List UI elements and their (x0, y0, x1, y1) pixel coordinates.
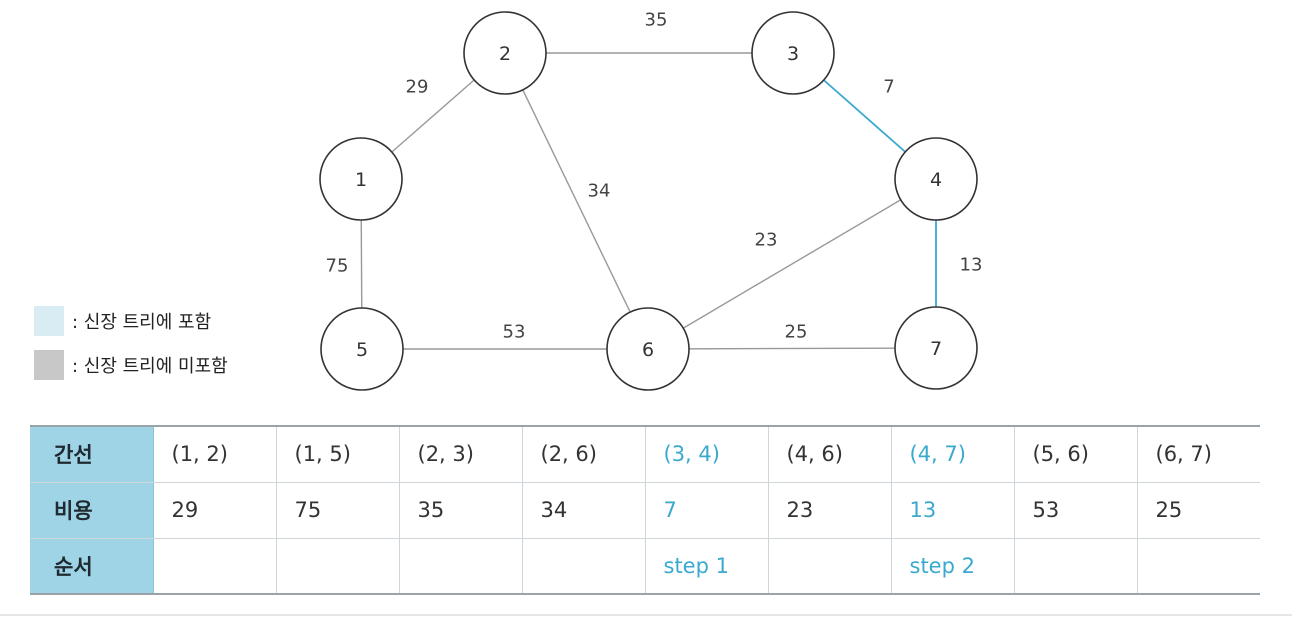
table-cell: 25 (1137, 482, 1260, 539)
legend-excluded: : 신장 트리에 미포함 (34, 350, 228, 380)
table-cell: 7 (645, 482, 769, 539)
table-cell (399, 538, 523, 595)
legend-excluded-text: : 신장 트리에 미포함 (72, 356, 228, 377)
legend: : 신장 트리에 포함 : 신장 트리에 미포함 (34, 306, 228, 394)
table-cell: 13 (891, 482, 1015, 539)
legend-included-text: : 신장 트리에 포함 (72, 312, 212, 333)
table-cell: step 1 (645, 538, 769, 595)
table-cell (1137, 538, 1260, 595)
edge-2-6 (504, 52, 649, 350)
table-cell: (2, 6) (522, 425, 646, 483)
node-label-3: 3 (787, 43, 799, 65)
table-cell (768, 538, 892, 595)
table-cell: step 2 (891, 538, 1015, 595)
edge-weight-3-4: 7 (883, 77, 894, 98)
edges-row: 간선(1, 2)(1, 5)(2, 3)(2, 6)(3, 4)(4, 6)(4… (30, 425, 1260, 483)
edge-table: 간선(1, 2)(1, 5)(2, 3)(2, 6)(3, 4)(4, 6)(4… (30, 425, 1260, 595)
node-2 (463, 11, 547, 95)
row-header: 간선 (30, 425, 154, 483)
row-header: 비용 (30, 482, 154, 539)
table-cell: (6, 7) (1137, 425, 1260, 483)
edge-weight-1-5: 75 (326, 256, 349, 277)
table-cell: (1, 5) (276, 425, 400, 483)
node-6 (606, 307, 690, 391)
table-cell: 23 (768, 482, 892, 539)
table-cell (276, 538, 400, 595)
node-label-5: 5 (356, 339, 368, 361)
table-cell: (1, 2) (153, 425, 277, 483)
table-cell: (2, 3) (399, 425, 523, 483)
node-4 (894, 137, 978, 221)
legend-included-swatch (34, 306, 64, 336)
edge-weight-6-7: 25 (785, 322, 808, 343)
legend-included: : 신장 트리에 포함 (34, 306, 228, 336)
node-label-1: 1 (355, 169, 367, 191)
node-label-7: 7 (930, 338, 942, 360)
table-cell (1014, 538, 1138, 595)
table-cell (522, 538, 646, 595)
edge-weight-4-6: 23 (755, 230, 778, 251)
edge-weight-4-7: 13 (960, 255, 983, 276)
legend-excluded-swatch (34, 350, 64, 380)
table-cell (153, 538, 277, 595)
row-header: 순서 (30, 538, 154, 595)
node-5 (320, 307, 404, 391)
edge-6-7 (647, 347, 937, 350)
edge-weight-1-2: 29 (406, 77, 429, 98)
table-cell: 29 (153, 482, 277, 539)
node-label-6: 6 (642, 339, 654, 361)
node-label-2: 2 (499, 43, 511, 65)
edges-layer (360, 52, 937, 350)
node-label-4: 4 (930, 169, 942, 191)
node-7 (894, 306, 978, 390)
bottom-divider (0, 614, 1292, 616)
node-1 (319, 137, 403, 221)
table-cell: (5, 6) (1014, 425, 1138, 483)
table-cell: 35 (399, 482, 523, 539)
table-cell: (3, 4) (645, 425, 769, 483)
edge-weight-2-3: 35 (645, 10, 668, 31)
node-3 (751, 11, 835, 95)
edge-4-6 (647, 178, 937, 350)
order-row: 순서 step 1 step 2 (30, 538, 1260, 595)
edge-table-body: 간선(1, 2)(1, 5)(2, 3)(2, 6)(3, 4)(4, 6)(4… (30, 425, 1260, 595)
table-cell: 75 (276, 482, 400, 539)
table-cell: 34 (522, 482, 646, 539)
edge-weight-2-6: 34 (588, 181, 611, 202)
table-cell: (4, 6) (768, 425, 892, 483)
table-cell: (4, 7) (891, 425, 1015, 483)
edge-weight-5-6: 53 (503, 322, 526, 343)
table-cell: 53 (1014, 482, 1138, 539)
